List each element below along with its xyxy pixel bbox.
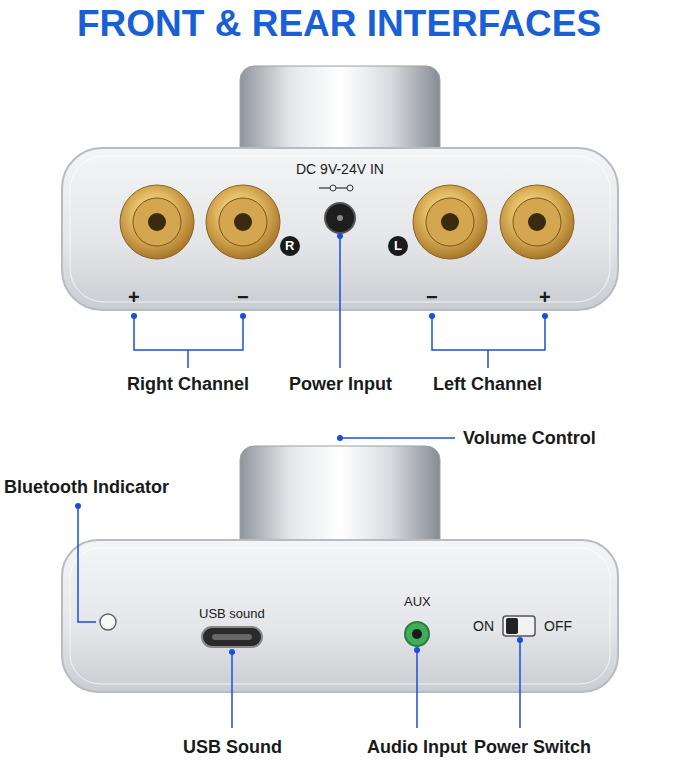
aux-jack — [405, 622, 429, 646]
callout-label: Audio Input — [367, 737, 467, 758]
polarity-mark: − — [237, 286, 249, 309]
bluetooth-led — [100, 614, 116, 630]
callout-label: Left Channel — [433, 374, 542, 395]
dc-jack — [319, 185, 355, 233]
polarity-mark: − — [426, 286, 438, 309]
channel-mark: R — [285, 239, 294, 254]
switch-label: OFF — [544, 618, 572, 634]
leader-lines — [134, 236, 545, 368]
callout-label: Power Input — [289, 374, 392, 395]
callout-label: Power Switch — [474, 737, 591, 758]
title: FRONT & REAR INTERFACES — [77, 3, 601, 46]
switch-label: ON — [473, 618, 494, 634]
channel-mark: L — [394, 239, 402, 254]
polarity-mark: + — [128, 286, 140, 309]
usb-c-port — [202, 627, 262, 647]
callout-label: Bluetooth Indicator — [4, 477, 169, 498]
callout-label: Right Channel — [127, 374, 249, 395]
port-label: DC 9V-24V IN — [296, 161, 384, 177]
polarity-mark: + — [539, 286, 551, 309]
power-switch — [503, 616, 535, 636]
callout-label: USB Sound — [183, 737, 282, 758]
callout-label: Volume Control — [463, 428, 596, 449]
port-label: AUX — [404, 595, 431, 610]
speaker-terminals — [120, 185, 574, 259]
port-label: USB sound — [199, 607, 265, 622]
